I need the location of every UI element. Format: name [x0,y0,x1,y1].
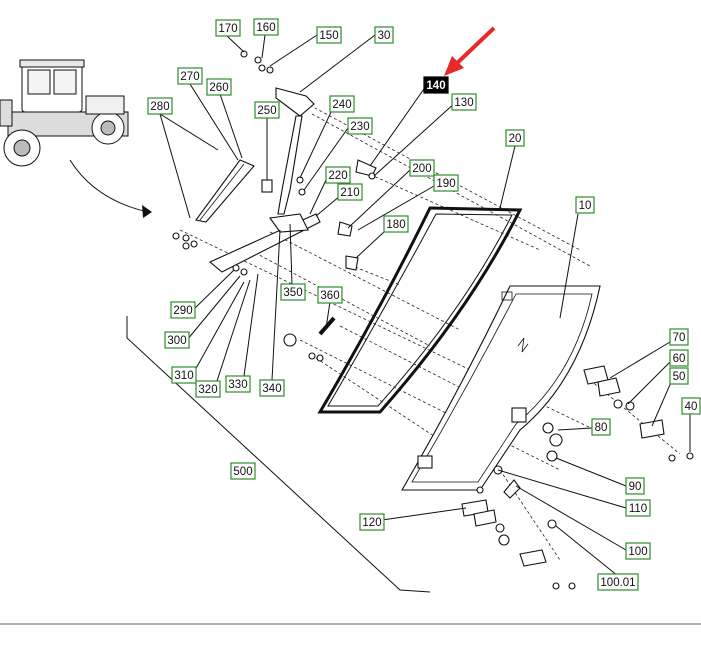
callout-80: 80 [591,418,611,436]
svg-text:150: 150 [319,30,338,42]
callout-100: 100 [625,542,651,560]
glass-pane-10 [401,285,601,491]
callout-200: 200 [409,159,435,177]
svg-text:40: 40 [685,401,698,413]
callout-240: 240 [329,95,355,113]
callout-320: 320 [195,380,221,398]
leader-lines [159,34,691,577]
svg-text:220: 220 [328,170,347,182]
svg-text:120: 120 [362,517,381,529]
glass-frame-20 [317,206,523,414]
callout-230: 230 [347,117,373,135]
callout-120: 120 [359,513,385,531]
callout-180: 180 [383,215,409,233]
red-pointer-arrow-icon [444,26,496,76]
svg-text:70: 70 [673,332,686,344]
callout-10: 10 [575,196,595,214]
callout-30: 30 [374,26,394,44]
callout-360: 360 [317,286,343,304]
callout-140: 140 [423,76,449,94]
svg-text:250: 250 [257,105,276,117]
callout-290: 290 [170,301,196,319]
svg-text:270: 270 [180,71,199,83]
fasteners [172,50,694,590]
svg-text:500: 500 [233,466,252,478]
callout-110: 110 [625,499,651,517]
svg-text:290: 290 [173,305,192,317]
svg-text:280: 280 [150,101,169,113]
svg-text:240: 240 [332,99,351,111]
hinges [461,365,665,567]
svg-text:160: 160 [256,22,275,34]
callout-170: 170 [215,19,241,37]
callout-260: 260 [206,78,232,96]
callout-350: 350 [280,283,306,301]
svg-text:330: 330 [228,379,247,391]
callout-60: 60 [669,349,689,367]
svg-text:110: 110 [629,503,647,515]
callout-90: 90 [625,477,645,495]
svg-text:310: 310 [174,370,193,382]
callout-500: 500 [230,462,256,480]
callout-70: 70 [669,328,689,346]
callout-130: 130 [451,93,477,111]
callout-340: 340 [259,379,285,397]
roller-machine-icon [0,59,129,167]
svg-text:100.01: 100.01 [600,577,635,589]
svg-text:100: 100 [628,546,647,558]
callout-160: 160 [253,18,279,36]
svg-text:230: 230 [350,121,369,133]
callout-20: 20 [505,129,525,147]
svg-text:180: 180 [386,219,405,231]
callout-280: 280 [147,97,173,115]
svg-text:320: 320 [198,384,217,396]
svg-text:200: 200 [412,163,431,175]
wiper-assembly [195,87,377,347]
callout-270: 270 [177,67,203,85]
callout-220: 220 [325,166,351,184]
svg-text:80: 80 [595,422,608,434]
svg-text:50: 50 [673,371,686,383]
callout-210: 210 [337,183,363,201]
callout-250: 250 [254,101,280,119]
svg-text:20: 20 [509,133,522,145]
svg-text:210: 210 [340,187,359,199]
callout-330: 330 [225,375,251,393]
svg-text:170: 170 [218,23,237,35]
svg-text:30: 30 [378,30,391,42]
callout-300: 300 [164,331,190,349]
svg-text:260: 260 [209,82,228,94]
svg-text:360: 360 [320,290,339,302]
svg-text:300: 300 [167,335,186,347]
svg-text:350: 350 [283,287,302,299]
callout-100-01: 100.01 [597,573,639,591]
svg-text:130: 130 [454,97,473,109]
callout-190: 190 [433,174,459,192]
callout-50: 50 [669,367,689,385]
callout-150: 150 [316,26,342,44]
svg-text:340: 340 [262,383,281,395]
svg-text:190: 190 [436,178,455,190]
svg-text:10: 10 [579,200,592,212]
svg-text:140: 140 [426,80,445,92]
svg-text:60: 60 [673,353,686,365]
svg-text:90: 90 [629,481,642,493]
callout-310: 310 [171,366,197,384]
callout-40: 40 [681,397,701,415]
